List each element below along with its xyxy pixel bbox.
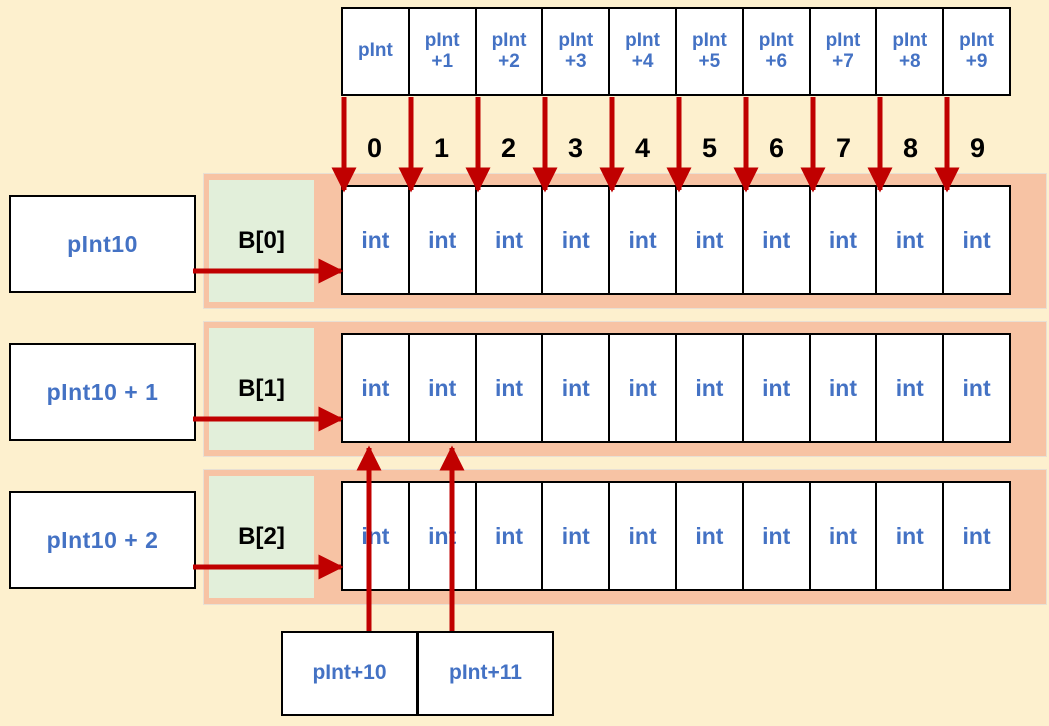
bottom-pointer-label-0: pInt+10	[281, 631, 418, 716]
row-label-b2: B[2]	[209, 476, 314, 598]
array-cell-1-9: int	[943, 333, 1011, 443]
array-cell-0-7: int	[809, 185, 877, 295]
index-label-5: 5	[701, 132, 718, 163]
pointer-name-cell-6: pInt +6	[742, 7, 810, 96]
array-cell-1-6: int	[742, 333, 810, 443]
array-cell-0-4: int	[609, 185, 676, 295]
index-label-2: 2	[500, 132, 517, 163]
array-cell-1-0: int	[341, 333, 409, 443]
pointer-name-cell-3: pInt +3	[542, 7, 610, 96]
index-label-1: 1	[433, 132, 450, 163]
array-cell-2-7: int	[809, 481, 877, 591]
index-label-row: 0 1 2 3 4 5 6 7 8 9	[341, 128, 1011, 168]
array-cell-1-7: int	[809, 333, 877, 443]
row-pointer-label-2: pInt10 + 2	[9, 491, 196, 589]
array-cell-1-2: int	[475, 333, 543, 443]
array-cell-0-2: int	[475, 185, 543, 295]
pointer-name-cell-0: pInt	[341, 7, 409, 96]
index-label-4: 4	[634, 132, 651, 163]
pointer-name-cell-4: pInt +4	[609, 7, 676, 96]
pointer-name-cell-5: pInt +5	[675, 7, 743, 96]
pointer-name-cell-2: pInt +2	[475, 7, 543, 96]
index-label-7: 7	[835, 132, 852, 163]
array-cell-0-3: int	[542, 185, 610, 295]
array-row-0-cells: int int int int int int int int int int	[341, 185, 1011, 295]
array-row-2-cells: int int int int int int int int int int	[341, 481, 1011, 591]
array-cell-2-2: int	[475, 481, 543, 591]
index-label-8: 8	[902, 132, 919, 163]
array-cell-2-6: int	[742, 481, 810, 591]
array-cell-0-6: int	[742, 185, 810, 295]
array-cell-2-9: int	[943, 481, 1011, 591]
row-label-b0: B[0]	[209, 180, 314, 302]
pointer-name-cell-1: pInt +1	[408, 7, 476, 96]
array-cell-2-3: int	[542, 481, 610, 591]
index-label-0: 0	[366, 132, 383, 163]
array-cell-0-1: int	[408, 185, 476, 295]
index-label-6: 6	[768, 132, 785, 163]
array-cell-1-3: int	[542, 333, 610, 443]
pointer-name-cell-8: pInt +8	[876, 7, 944, 96]
array-cell-2-4: int	[609, 481, 676, 591]
pointer-name-cell-9: pInt +9	[943, 7, 1011, 96]
array-cell-2-1: int	[408, 481, 476, 591]
pointer-name-cell-7: pInt +7	[809, 7, 877, 96]
array-cell-1-8: int	[876, 333, 944, 443]
row-pointer-label-0: pInt10	[9, 195, 196, 293]
array-cell-0-5: int	[675, 185, 743, 295]
row-pointer-label-1: pInt10 + 1	[9, 343, 196, 441]
array-cell-0-0: int	[341, 185, 409, 295]
row-label-b1: B[1]	[209, 328, 314, 450]
array-cell-2-0: int	[341, 481, 409, 591]
array-cell-2-8: int	[876, 481, 944, 591]
pointer-name-header-row: pInt pInt +1 pInt +2 pInt +3 pInt +4 pIn…	[341, 7, 1011, 96]
index-label-9: 9	[969, 132, 986, 163]
array-cell-2-5: int	[675, 481, 743, 591]
array-cell-0-9: int	[943, 185, 1011, 295]
index-label-3: 3	[567, 132, 584, 163]
array-cell-1-1: int	[408, 333, 476, 443]
bottom-pointer-label-1: pInt+11	[417, 631, 554, 716]
array-cell-1-5: int	[675, 333, 743, 443]
array-cell-1-4: int	[609, 333, 676, 443]
array-cell-0-8: int	[876, 185, 944, 295]
array-row-1-cells: int int int int int int int int int int	[341, 333, 1011, 443]
